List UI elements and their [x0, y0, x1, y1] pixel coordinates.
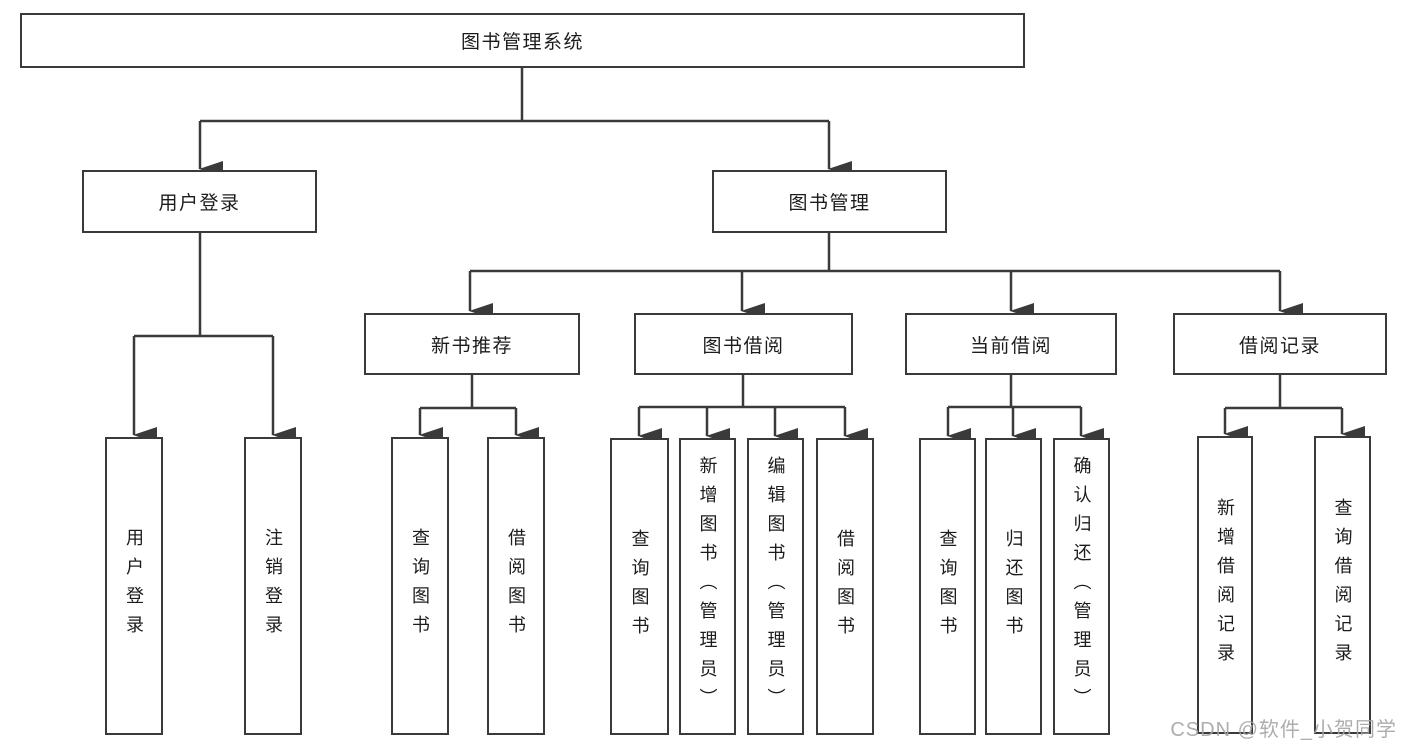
leaf-query-books-current: 查询图书 [919, 438, 976, 735]
node-book-management-label: 图书管理 [788, 193, 871, 214]
node-user-login: 用户登录 [82, 170, 317, 233]
node-new-book-recommend: 新书推荐 [364, 313, 580, 375]
leaf-user-login-label: 用户登录 [124, 528, 144, 644]
node-user-login-label: 用户登录 [158, 193, 241, 214]
leaf-borrow-books-recommend: 借阅图书 [487, 437, 545, 735]
leaf-query-books-recommend-label: 查询图书 [410, 528, 430, 644]
node-book-borrow: 图书借阅 [634, 313, 853, 375]
leaf-edit-book-admin: 编辑图书（管理员） [747, 438, 804, 735]
leaf-query-borrow-record: 查询借阅记录 [1314, 436, 1371, 734]
leaf-query-books-current-label: 查询图书 [937, 528, 958, 645]
leaf-edit-book-admin-label: 编辑图书（管理员） [765, 456, 786, 717]
leaf-return-book-label: 归还图书 [1003, 528, 1024, 645]
leaf-borrow-books-label: 借阅图书 [835, 528, 855, 645]
leaf-borrow-books-recommend-label: 借阅图书 [506, 528, 526, 644]
leaf-confirm-return-admin-label: 确认归还（管理员） [1071, 456, 1092, 717]
leaf-logout: 注销登录 [244, 437, 302, 735]
csdn-watermark: CSDN @软件_小贺同学 [1170, 719, 1397, 741]
leaf-query-borrow-record-label: 查询借阅记录 [1332, 498, 1353, 672]
node-new-book-recommend-label: 新书推荐 [430, 335, 513, 357]
node-root: 图书管理系统 [20, 13, 1025, 68]
leaf-add-borrow-record: 新增借阅记录 [1197, 436, 1253, 734]
leaf-query-books-recommend: 查询图书 [391, 437, 449, 735]
node-book-management: 图书管理 [712, 170, 947, 233]
leaf-return-book: 归还图书 [985, 438, 1042, 735]
leaf-logout-label: 注销登录 [263, 528, 283, 644]
node-book-borrow-label: 图书借阅 [702, 335, 785, 357]
node-root-label: 图书管理系统 [460, 32, 584, 53]
node-borrow-records: 借阅记录 [1173, 313, 1387, 375]
leaf-add-book-admin: 新增图书（管理员） [679, 438, 736, 735]
leaf-user-login: 用户登录 [105, 437, 163, 735]
leaf-borrow-books: 借阅图书 [816, 438, 874, 735]
node-current-borrow-label: 当前借阅 [969, 335, 1052, 357]
leaf-query-books-borrow-label: 查询图书 [629, 528, 650, 645]
node-current-borrow: 当前借阅 [905, 313, 1117, 375]
leaf-query-books-borrow: 查询图书 [610, 438, 669, 735]
leaf-add-borrow-record-label: 新增借阅记录 [1215, 498, 1235, 672]
leaf-confirm-return-admin: 确认归还（管理员） [1053, 438, 1110, 735]
leaf-add-book-admin-label: 新增图书（管理员） [697, 456, 718, 717]
node-borrow-records-label: 借阅记录 [1238, 335, 1321, 357]
